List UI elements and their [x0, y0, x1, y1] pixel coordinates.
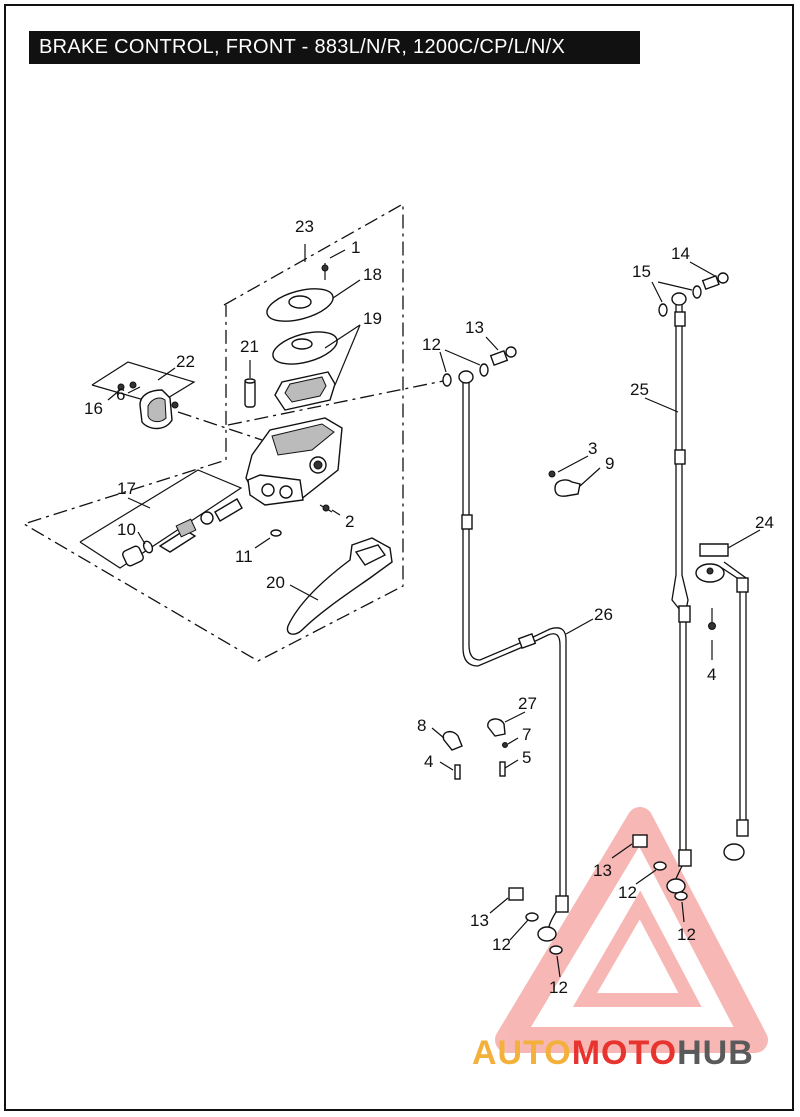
callout-12-lower-far: 12 [677, 925, 696, 944]
callout-6: 6 [116, 385, 125, 404]
callout-14: 14 [671, 244, 690, 263]
hose-clip-part-9 [548, 470, 581, 497]
screws-part-6 [117, 381, 179, 409]
callout-2: 2 [345, 512, 354, 531]
clamp-part-16 [139, 389, 173, 430]
o-ring-part-11 [270, 529, 282, 537]
master-cylinder-body [245, 417, 343, 506]
watermark-hub: HUB [677, 1034, 754, 1072]
watermark-triangle-icon [495, 807, 768, 1053]
screw-part-1 [321, 263, 329, 280]
callout-4-right: 4 [707, 665, 716, 684]
callout-25: 25 [630, 380, 649, 399]
brake-hose-part-25 [666, 292, 692, 894]
callout-13-lower-left: 13 [470, 911, 489, 930]
piston-kit-parts [122, 498, 243, 567]
watermark-auto: AUTO [472, 1034, 572, 1072]
junction-block-part-24 [695, 543, 749, 861]
callout-26: 26 [594, 605, 613, 624]
brake-hose-part-26 [458, 370, 569, 942]
callout-3: 3 [588, 439, 597, 458]
reservoir-cover-part-18 [266, 288, 334, 322]
diaphragm-part-19 [272, 331, 338, 411]
callout-22: 22 [176, 352, 195, 371]
callout-23: 23 [295, 217, 314, 236]
hose-clips-parts-8-27 [442, 718, 508, 780]
callout-7: 7 [522, 725, 531, 744]
leader-lines [107, 244, 761, 978]
callout-12-lower-mid: 12 [549, 978, 568, 997]
screw-part-4-right [708, 608, 716, 630]
callout-16: 16 [84, 399, 103, 418]
callout-19: 19 [363, 309, 382, 328]
callout-5: 5 [522, 748, 531, 767]
title-bar: BRAKE CONTROL, FRONT - 883L/N/R, 1200C/C… [29, 31, 640, 64]
centerline-banjo [227, 379, 449, 426]
diagram-frame [4, 4, 794, 1111]
callout-17: 17 [117, 479, 136, 498]
kit-boundary-22 [91, 361, 196, 405]
callout-1: 1 [351, 238, 360, 257]
callout-12-lower-right: 12 [618, 883, 637, 902]
callout-20: 20 [266, 573, 285, 592]
screw-part-2 [319, 504, 333, 513]
page-title: BRAKE CONTROL, FRONT - 883L/N/R, 1200C/C… [39, 36, 566, 58]
callout-15: 15 [632, 262, 651, 281]
callout-8: 8 [417, 716, 426, 735]
brake-lever-part-20 [286, 537, 393, 635]
watermark-logo: AUTOMOTOHUB [472, 1034, 754, 1073]
assembly-boundary-23 [22, 202, 404, 662]
banjo-bolt-part-13-upper [442, 346, 517, 387]
callout-13-lower-right: 13 [593, 861, 612, 880]
callout-18: 18 [363, 265, 382, 284]
callout-4-left: 4 [424, 752, 433, 771]
banjo-bolt-part-14 [658, 272, 729, 317]
centerline-clamp [177, 411, 263, 441]
callout-21: 21 [240, 337, 259, 356]
watermark-moto: MOTO [571, 1034, 678, 1072]
callout-24: 24 [755, 513, 774, 532]
callout-13-upper: 13 [465, 318, 484, 337]
callout-12-upper: 12 [422, 335, 441, 354]
callout-27: 27 [518, 694, 537, 713]
pivot-pin-part-21 [244, 378, 256, 408]
kit-boundary-17 [79, 469, 243, 569]
callout-9: 9 [605, 454, 614, 473]
callout-10: 10 [117, 520, 136, 539]
banjo-bolts-part-13-lower [508, 834, 688, 955]
callout-11: 11 [235, 547, 253, 566]
callout-12-lower-left: 12 [492, 935, 511, 954]
